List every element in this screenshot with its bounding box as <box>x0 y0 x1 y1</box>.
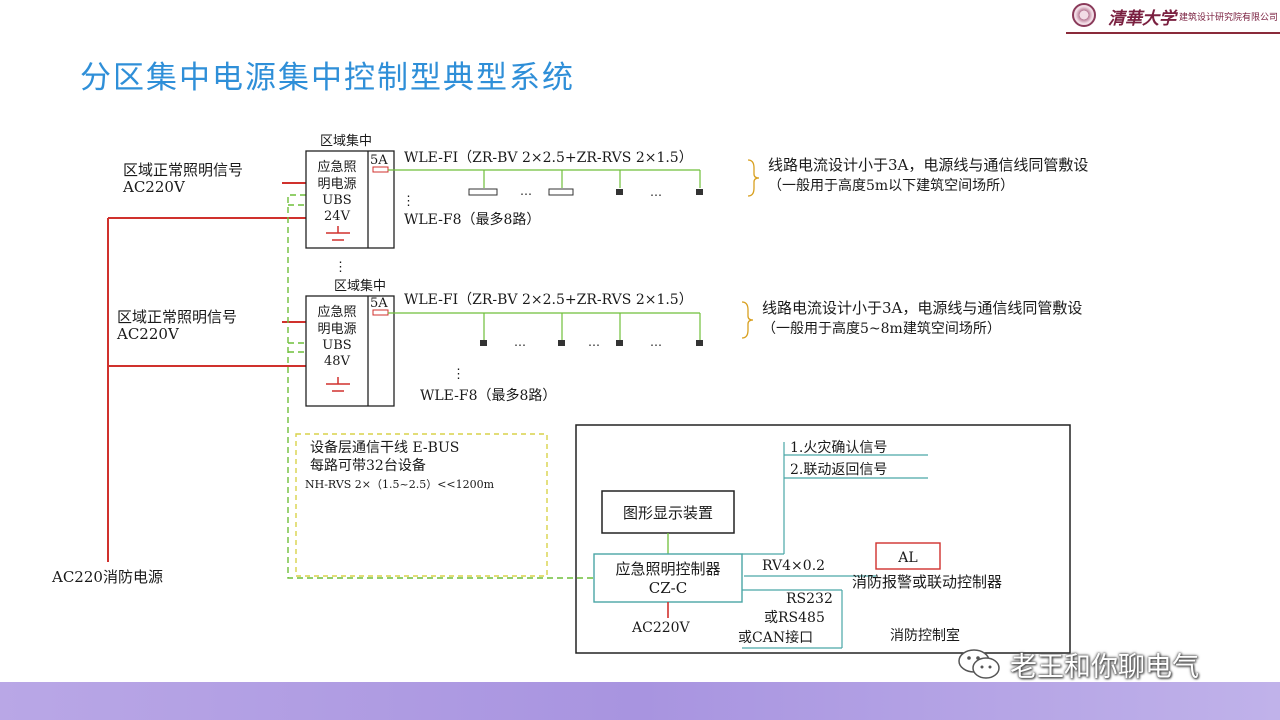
interface-lines <box>742 589 843 649</box>
zone2-battery-icon <box>326 377 350 392</box>
controller-label-1: 应急照明控制器 <box>615 560 720 578</box>
controller-ac-input: AC220V <box>631 620 691 636</box>
zone1-unit-line4: 24V <box>324 209 351 224</box>
ebus-note-box <box>295 433 548 577</box>
university-seal-icon <box>1072 3 1096 27</box>
zone2-lamp-icon-2 <box>558 340 565 346</box>
fire-power-label: AC220消防电源 <box>51 568 163 586</box>
tsinghua-logo: 清華大学 建筑设计研究院有限公司 <box>1066 0 1280 34</box>
controller-label-2: CZ-C <box>649 579 687 597</box>
zone1-ellipsis-1: … <box>520 184 532 198</box>
watermark: 老王和你聊电气 <box>956 644 1199 684</box>
zone2-power-unit <box>305 295 395 407</box>
zone2-fuse-label: 5A <box>370 296 388 311</box>
interface-can: 或CAN接口 <box>738 629 813 646</box>
zone2-header: 区域集中 <box>334 278 386 294</box>
zone1-input-signal: 区域正常照明信号 <box>123 161 243 179</box>
zone1-battery-icon <box>326 226 350 241</box>
zone2-branch: WLE-F8（最多8路） <box>420 387 556 404</box>
zone2-ellipsis-1: … <box>514 335 526 349</box>
signal-lines <box>742 442 928 555</box>
zone2-brace-icon <box>741 301 754 339</box>
zone2-lamp-icon-3 <box>616 340 623 346</box>
zone1-luminaires <box>483 170 701 188</box>
zone1-fuse-label: 5A <box>370 153 388 168</box>
zone2-input-signal: 区域正常照明信号 <box>117 308 237 326</box>
interface-rs232: RS232 <box>786 591 833 607</box>
zone1-lamp-icon-2 <box>696 189 703 195</box>
signal-2: 2.联动返回信号 <box>790 462 887 478</box>
al-box <box>875 542 941 570</box>
ebus-line1: 设备层通信干线 E-BUS <box>310 439 459 456</box>
zone2-note2: （一般用于高度5~8m建筑空间场所） <box>762 320 1001 337</box>
zone2-ellipsis-2: … <box>588 335 600 349</box>
zone1-brace-icon <box>747 159 760 197</box>
zone2-unit-line1: 应急照 <box>317 304 356 320</box>
interface-rs485: 或RS485 <box>764 610 825 626</box>
zone2-luminaires <box>483 313 701 340</box>
rv-cable-label: RV4×0.2 <box>762 558 825 574</box>
zone1-note1: 线路电流设计小于3A，电源线与通信线同管敷设 <box>768 156 1088 174</box>
graphic-display-label: 图形显示装置 <box>623 504 713 522</box>
university-name: 清華大学 <box>1108 9 1176 29</box>
zone1-branch: WLE-F8（最多8路） <box>404 211 540 228</box>
ebus-line3: NH-RVS 2×（1.5~2.5）<<1200m <box>305 478 495 491</box>
zone1-exit-sign-icon-2 <box>548 188 574 196</box>
zone1-input-power: AC220V <box>122 178 186 196</box>
zone1-ellipsis-2: … <box>650 185 662 199</box>
zone1-power-unit <box>305 150 395 249</box>
zone2-note1: 线路电流设计小于3A，电源线与通信线同管敷设 <box>762 299 1082 317</box>
control-room-frame <box>575 424 1071 654</box>
ebus-line2: 每路可带32台设备 <box>310 457 426 474</box>
control-room: 消防控制室 图形显示装置 应急照明控制器 CZ-C AC220V 1.火灾确认信… <box>575 424 1071 654</box>
zone2-unit-line2: 明电源 <box>317 322 356 337</box>
zone2-unit-line4: 48V <box>324 354 351 369</box>
zone1-header: 区域集中 <box>320 133 372 149</box>
zone2-unit-line3: UBS <box>322 338 351 353</box>
zone1-unit-line3: UBS <box>322 193 351 208</box>
watermark-text: 老王和你聊电气 <box>1010 651 1199 683</box>
zone1-branch-dots: ⋮ <box>402 194 415 209</box>
zone2-lamp-icon-4 <box>696 340 703 346</box>
zone1-lamp-icon <box>616 189 623 195</box>
zone2-circuit: WLE-FI（ZR-BV 2×2.5+ZR-RVS 2×1.5） <box>404 292 693 308</box>
zone1: 区域集中 区域正常照明信号 AC220V 应急照 明电源 UBS 24V 5A … <box>122 133 1088 249</box>
control-room-name: 消防控制室 <box>890 627 960 644</box>
footer-bar <box>0 682 1280 720</box>
fire-controller-label: 消防报警或联动控制器 <box>852 573 1002 591</box>
al-label: AL <box>897 550 917 566</box>
zone1-exit-sign-icon <box>468 188 498 196</box>
wechat-icon <box>958 649 1000 679</box>
zone1-unit-line1: 应急照 <box>317 159 356 175</box>
fire-power-lines <box>107 182 306 562</box>
zone1-unit-line2: 明电源 <box>317 177 356 192</box>
institute-name: 建筑设计研究院有限公司 <box>1179 13 1279 23</box>
zone2-branch-dots: ⋮ <box>452 367 465 382</box>
zone-separator-dots: ⋮ <box>334 260 347 275</box>
zone2: 区域集中 区域正常照明信号 AC220V 应急照 明电源 UBS 48V 5A … <box>116 278 1082 407</box>
page-title: 分区集中电源集中控制型典型系统 <box>80 60 575 96</box>
zone1-note2: （一般用于高度5m以下建筑空间场所） <box>768 177 1014 194</box>
ebus-dashed-lines <box>287 194 594 579</box>
zone2-input-power: AC220V <box>116 325 180 343</box>
signal-1: 1.火灾确认信号 <box>790 439 887 456</box>
zone2-ellipsis-3: … <box>650 335 662 349</box>
zone2-lamp-icon <box>480 340 487 346</box>
zone1-circuit: WLE-FI（ZR-BV 2×2.5+ZR-RVS 2×1.5） <box>404 150 693 166</box>
